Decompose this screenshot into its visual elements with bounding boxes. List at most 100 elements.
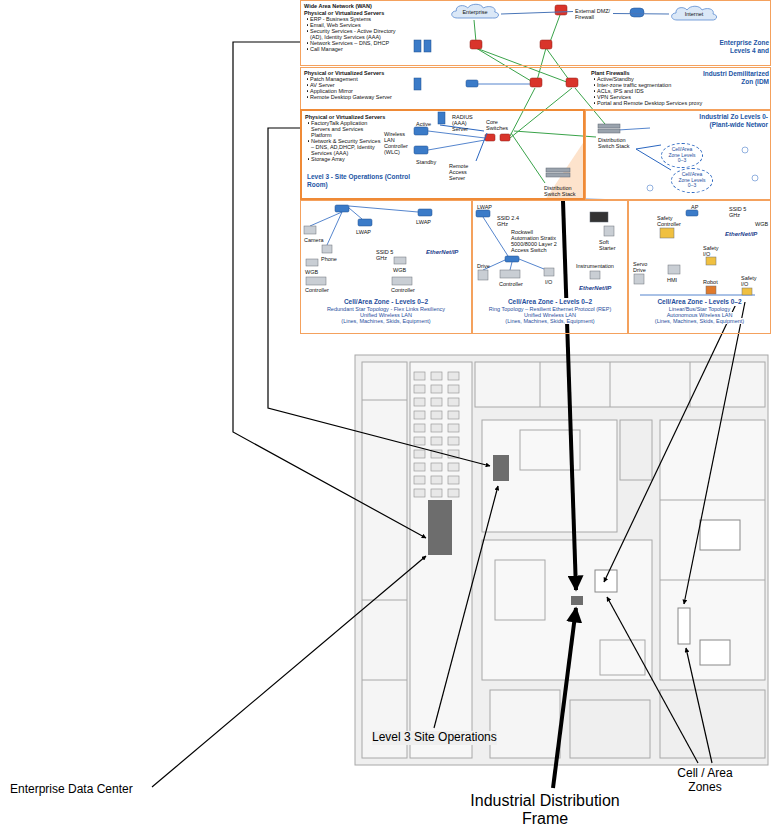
- floor-plan: [495, 560, 545, 620]
- stack-switch-icon: [546, 173, 570, 177]
- floor-plan: [490, 690, 560, 758]
- device-label: Servo Drive: [633, 261, 657, 273]
- list-item: Security Services - Active Directory (AD…: [306, 28, 406, 40]
- device-label: Controller: [499, 281, 523, 287]
- floor-plan: [362, 400, 407, 401]
- field-device-icon: [304, 226, 316, 234]
- network-device-icon: [438, 112, 445, 124]
- list-item: FactoryTalk Application Servers and Serv…: [307, 120, 382, 138]
- device-label: Safety I/O: [741, 275, 765, 287]
- cell-zone-cluster: Cell/Area Zone Levels 0–3: [661, 143, 703, 168]
- distribution-switch: Distribution Switch Stack: [542, 183, 582, 199]
- field-device-icon: [742, 288, 752, 295]
- network-wire: [476, 48, 536, 84]
- rack-outline: [414, 385, 425, 393]
- floor-plan: [660, 690, 765, 758]
- network-cloud: Enterprise: [449, 3, 501, 20]
- zone-description: (Lines, Machines, Skids, Equipment): [654, 318, 745, 324]
- leader-line: [434, 486, 498, 728]
- rack-outline: [414, 450, 425, 458]
- zone-band: Physical or Virtualized ServersPatch Man…: [300, 67, 771, 111]
- rack-outline: [448, 476, 459, 484]
- field-device-icon: [322, 245, 332, 253]
- device-label: SSID 5 GHz: [376, 249, 398, 261]
- equipment-area: [595, 520, 740, 665]
- network-device-icon: [466, 80, 478, 87]
- firewall-device: External DMZ/ Firewall: [573, 6, 613, 22]
- network-wire: [428, 140, 485, 150]
- protocol-label: EtherNet/IP: [725, 231, 757, 237]
- list-item: Inter-zone traffic segmentation: [593, 82, 671, 88]
- rack-outline: [448, 437, 459, 445]
- rack-outline: [414, 476, 425, 484]
- rack-outline: [414, 398, 425, 406]
- rack-outline: [431, 411, 442, 419]
- floor-plan: [570, 700, 650, 758]
- network-device-icon: [358, 219, 372, 226]
- network-cloud: Internet: [669, 5, 719, 22]
- field-device-icon: [392, 277, 412, 285]
- rack-outline: [431, 424, 442, 432]
- device-label: Distribution Switch Stack: [544, 185, 580, 197]
- device-label: Controller: [391, 287, 415, 293]
- network-wire: [349, 208, 362, 219]
- server-rack: [493, 455, 509, 481]
- equipment-area: [595, 570, 617, 592]
- device-label: AP: [691, 204, 698, 210]
- device-label: Drive: [477, 263, 490, 269]
- network-device-icon: [630, 8, 644, 17]
- device-label: I/O: [545, 279, 552, 285]
- list-item: Remote Desktop Gateway Server: [306, 94, 416, 100]
- switch-icon: [500, 134, 510, 141]
- list-item: Application Mirror: [306, 88, 416, 94]
- server-rack: [571, 596, 583, 605]
- network-device-icon: [424, 40, 431, 52]
- device-label: Phone: [321, 256, 337, 262]
- rack-outline: [431, 489, 442, 497]
- section-heading: Physical or Virtualized Servers: [304, 10, 384, 16]
- equipment-area: [678, 608, 690, 644]
- network-link: [613, 13, 669, 15]
- floor-plan: [540, 362, 541, 407]
- zone-title: Industri Demilitarized Zon (IDM: [699, 70, 769, 85]
- cloud-shape: [452, 4, 499, 18]
- device-label: Cell/Area Zone Levels 0–3: [668, 147, 696, 164]
- server-device: RADIUS (AAA) Server: [450, 112, 476, 134]
- field-device-icon: [590, 271, 600, 279]
- rack-outline: [431, 385, 442, 393]
- zone-heading: Cell/Area Zone - Levels 0–2: [656, 298, 742, 306]
- floor-plan: [600, 640, 645, 675]
- field-device-icon: [394, 257, 406, 264]
- rack-outline: [448, 424, 459, 432]
- floor-plan: [355, 355, 768, 765]
- zone-title: Level 3 - Site Operations (Control Room): [307, 173, 417, 188]
- network-wire: [349, 206, 418, 212]
- equipment-area: [700, 640, 730, 665]
- network-wire: [510, 262, 512, 270]
- panel-ground: [300, 0, 771, 335]
- network-wire: [327, 212, 342, 245]
- list-item: Active/Standby: [593, 76, 634, 82]
- cell-zone: LWAPSSID 2.4 GHzRockwell Automation Stra…: [472, 200, 628, 334]
- section-heading: Wide Area Network (WAN): [304, 3, 372, 9]
- stack-switch-icon: [590, 212, 608, 222]
- cloud-shape: [672, 6, 717, 20]
- list-item: Network & Security Services – DNS, AD,DH…: [307, 138, 382, 156]
- stack-switch-icon: [546, 168, 570, 172]
- rack-outline: [448, 489, 459, 497]
- network-link: [501, 12, 573, 15]
- switch-icon: [530, 78, 542, 87]
- leader-line: [152, 556, 426, 787]
- network-device-icon: [505, 256, 519, 262]
- floor-plan: [660, 420, 765, 680]
- device-label: LWAP: [416, 219, 431, 225]
- rack-outline: [431, 476, 442, 484]
- stack-switch-icon: [598, 124, 620, 128]
- device-label: WGB: [755, 221, 768, 227]
- callout-label: Enterprise Data Center: [10, 783, 133, 797]
- callout-label: Cell / Area Zones: [665, 767, 745, 795]
- distribution-arrow: [553, 201, 576, 788]
- rack-outline: [414, 437, 425, 445]
- network-wire: [550, 15, 560, 42]
